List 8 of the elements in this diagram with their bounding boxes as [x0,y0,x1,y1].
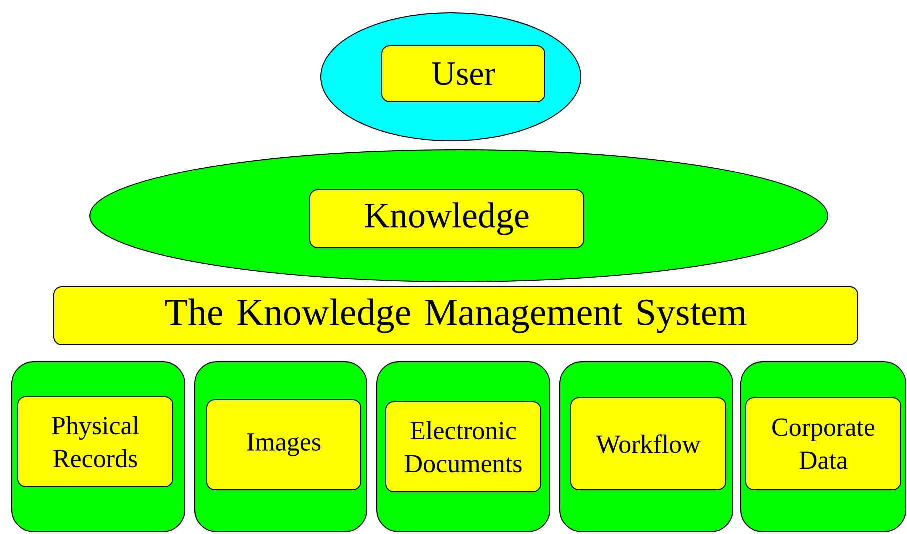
label-box: User [382,45,546,102]
label-box: Electronic Documents [386,401,542,492]
label-box: Corporate Data [746,397,902,490]
label-box: Images [206,399,362,490]
label-box: Knowledge [310,189,584,248]
label-box: Workflow [570,397,726,490]
label-box: Physical Records [18,396,174,488]
banner-box: The Knowledge Management System [54,286,858,346]
